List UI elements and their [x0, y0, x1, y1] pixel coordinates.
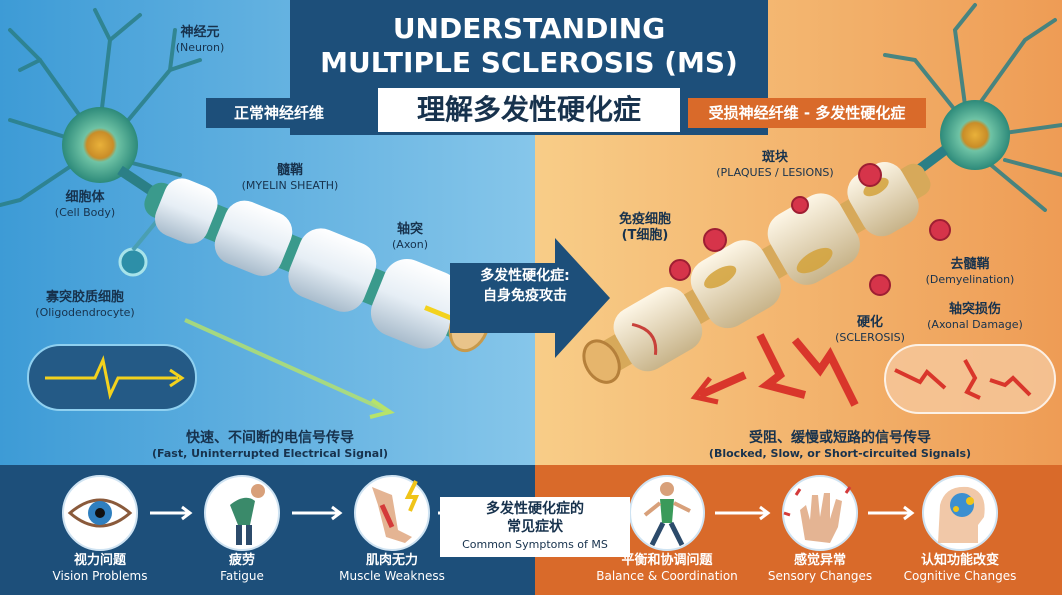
title-en-line2: MULTIPLE SCLEROSIS (MS)	[320, 46, 738, 79]
autoimmune-attack-arrow	[450, 238, 610, 358]
damaged-neuron-illustration	[582, 3, 1062, 414]
demyelination-label: 去髓鞘(Demyelination)	[925, 257, 1015, 286]
walking-person-icon	[643, 482, 691, 547]
normal-signal-capsule	[27, 344, 197, 411]
symptoms-heading: 多发性硬化症的 常见症状 Common Symptoms of MS	[462, 501, 608, 551]
cell-body-shape	[62, 107, 138, 183]
title-zh: 理解多发性硬化症	[378, 88, 680, 132]
oligodendrocyte-shape	[118, 247, 148, 277]
damaged-fiber-header: 受损神经纤维 - 多发性硬化症	[688, 98, 926, 128]
tingling-hand-icon	[783, 486, 852, 543]
cell-body-label: 细胞体(Cell Body)	[54, 190, 116, 219]
leg-pain-icon	[372, 480, 420, 543]
symptoms-icons	[62, 475, 998, 551]
symptoms-center-box	[440, 497, 630, 557]
normal-fiber-header: 正常神经纤维	[206, 98, 352, 128]
immune-cell-label: 免疫细胞(T细胞)	[618, 212, 671, 243]
normal-neuron-illustration	[0, 8, 491, 419]
damaged-signal-caption: 受阻、缓慢或短路的信号传导(Blocked, Slow, or Short-ci…	[708, 430, 972, 460]
tired-person-icon	[230, 484, 265, 545]
page-title: UNDERSTANDING MULTIPLE SCLEROSIS (MS)	[290, 12, 768, 80]
brain-head-icon	[938, 486, 985, 543]
plaques-label: 斑块(PLAQUES / LESIONS)	[716, 150, 834, 179]
axonal-damage-label: 轴突损伤(Axonal Damage)	[927, 302, 1023, 331]
title-en-line1: UNDERSTANDING	[392, 12, 666, 45]
autoimmune-attack-label: 多发性硬化症:自身免疫攻击	[480, 268, 570, 304]
axon-label: 轴突(Axon)	[392, 222, 428, 251]
oligodendrocyte-label: 寡突胶质细胞(Oligodendrocyte)	[35, 290, 135, 319]
normal-signal-caption: 快速、不间断的电信号传导(Fast, Uninterrupted Electri…	[151, 430, 389, 460]
damaged-signal-capsule	[884, 344, 1056, 414]
myelin-sheath-label: 髓鞘(MYELIN SHEATH)	[241, 163, 339, 192]
t-cells	[669, 163, 951, 296]
sclerosis-label: 硬化(SCLEROSIS)	[835, 315, 905, 344]
neuron-label: 神经元(Neuron)	[175, 25, 225, 54]
eye-icon	[67, 498, 133, 528]
